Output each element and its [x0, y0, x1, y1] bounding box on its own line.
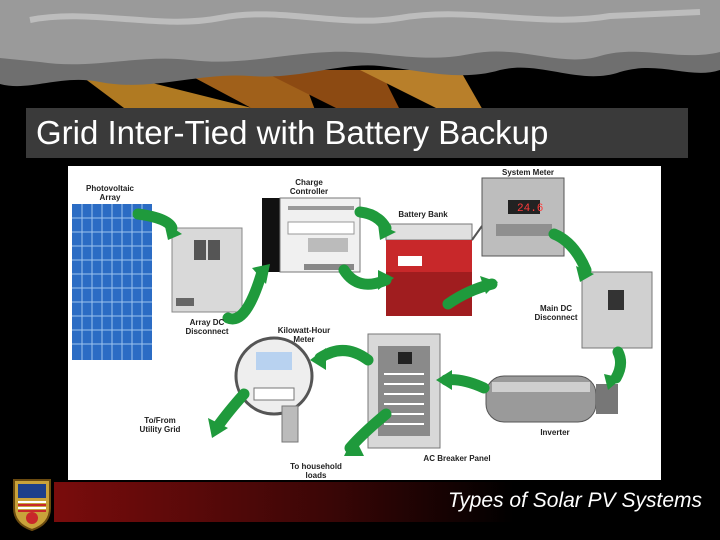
arrowhead	[604, 374, 622, 390]
photovoltaic-array-image	[72, 204, 152, 360]
label-line: loads	[305, 471, 327, 480]
arrowhead	[164, 222, 182, 240]
label-line: To/From	[144, 416, 176, 425]
label-line: Disconnect	[185, 327, 229, 336]
array-dc-disconnect-label: Array DC Disconnect	[172, 318, 242, 336]
battery-bank-image	[385, 223, 483, 316]
label-line: Kilowatt-Hour	[277, 326, 331, 335]
flow-arrow	[548, 228, 592, 276]
flow-arrow	[132, 208, 178, 234]
label-line: Utility Grid	[139, 425, 181, 434]
label-line: Disconnect	[534, 313, 578, 322]
household-loads-label: To household loads	[276, 462, 356, 480]
array-dc-disconnect-image	[171, 227, 243, 313]
kilowatt-hour-meter-label: Kilowatt-Hour Meter	[264, 326, 344, 344]
flow-arrow	[212, 388, 250, 432]
arrowhead	[480, 276, 498, 294]
arrowhead	[208, 418, 228, 438]
arrowhead	[310, 348, 326, 370]
arrowhead	[436, 370, 452, 390]
inverter-label: Inverter	[540, 428, 570, 437]
arrowhead	[252, 264, 270, 284]
fire-department-badge-logo	[13, 479, 51, 532]
label-line: Charge	[295, 178, 323, 187]
label-line: Controller	[289, 187, 329, 196]
system-meter-image	[481, 177, 565, 257]
flow-arrow	[222, 266, 268, 325]
utility-grid-label: To/From Utility Grid	[124, 416, 196, 434]
system-meter-label: System Meter	[501, 168, 555, 177]
footer-bar	[54, 482, 514, 522]
system-meter-reading: 24.6	[517, 203, 543, 215]
label-line: Array DC	[189, 318, 225, 327]
arrowhead	[378, 270, 394, 290]
label-line: Main DC	[540, 304, 572, 313]
label-line: Photovoltaic	[85, 184, 134, 193]
arrowhead	[576, 266, 594, 282]
arrowhead	[344, 436, 364, 456]
slide-title: Grid Inter-Tied with Battery Backup	[26, 108, 688, 158]
diagram-graphics: 24.6	[72, 177, 653, 456]
flow-arrow	[610, 346, 627, 384]
label-line: Meter	[293, 335, 315, 344]
flow-arrow	[314, 345, 374, 366]
ac-breaker-panel-label: AC Breaker Panel	[423, 454, 491, 463]
battery-bank-label: Battery Bank	[398, 210, 448, 219]
label-line: To household	[290, 462, 342, 471]
inverter-image	[485, 375, 618, 423]
label-line: Array	[99, 193, 121, 202]
footer-title: Types of Solar PV Systems	[447, 489, 702, 512]
photovoltaic-array-label: Photovoltaic Array	[74, 184, 146, 202]
main-dc-disconnect-label: Main DC Disconnect	[520, 304, 592, 322]
kilowatt-hour-meter-image	[234, 336, 314, 443]
main-dc-disconnect-image	[581, 271, 653, 349]
ac-breaker-panel-image	[367, 333, 441, 449]
system-diagram: 24.6	[68, 166, 661, 480]
charge-controller-label: Charge Controller	[274, 178, 344, 196]
charge-controller-image	[262, 197, 361, 273]
flow-arrowheads	[164, 222, 622, 456]
flow-arrows	[132, 206, 627, 454]
flow-arrow	[354, 206, 392, 234]
arrowhead	[378, 224, 396, 240]
